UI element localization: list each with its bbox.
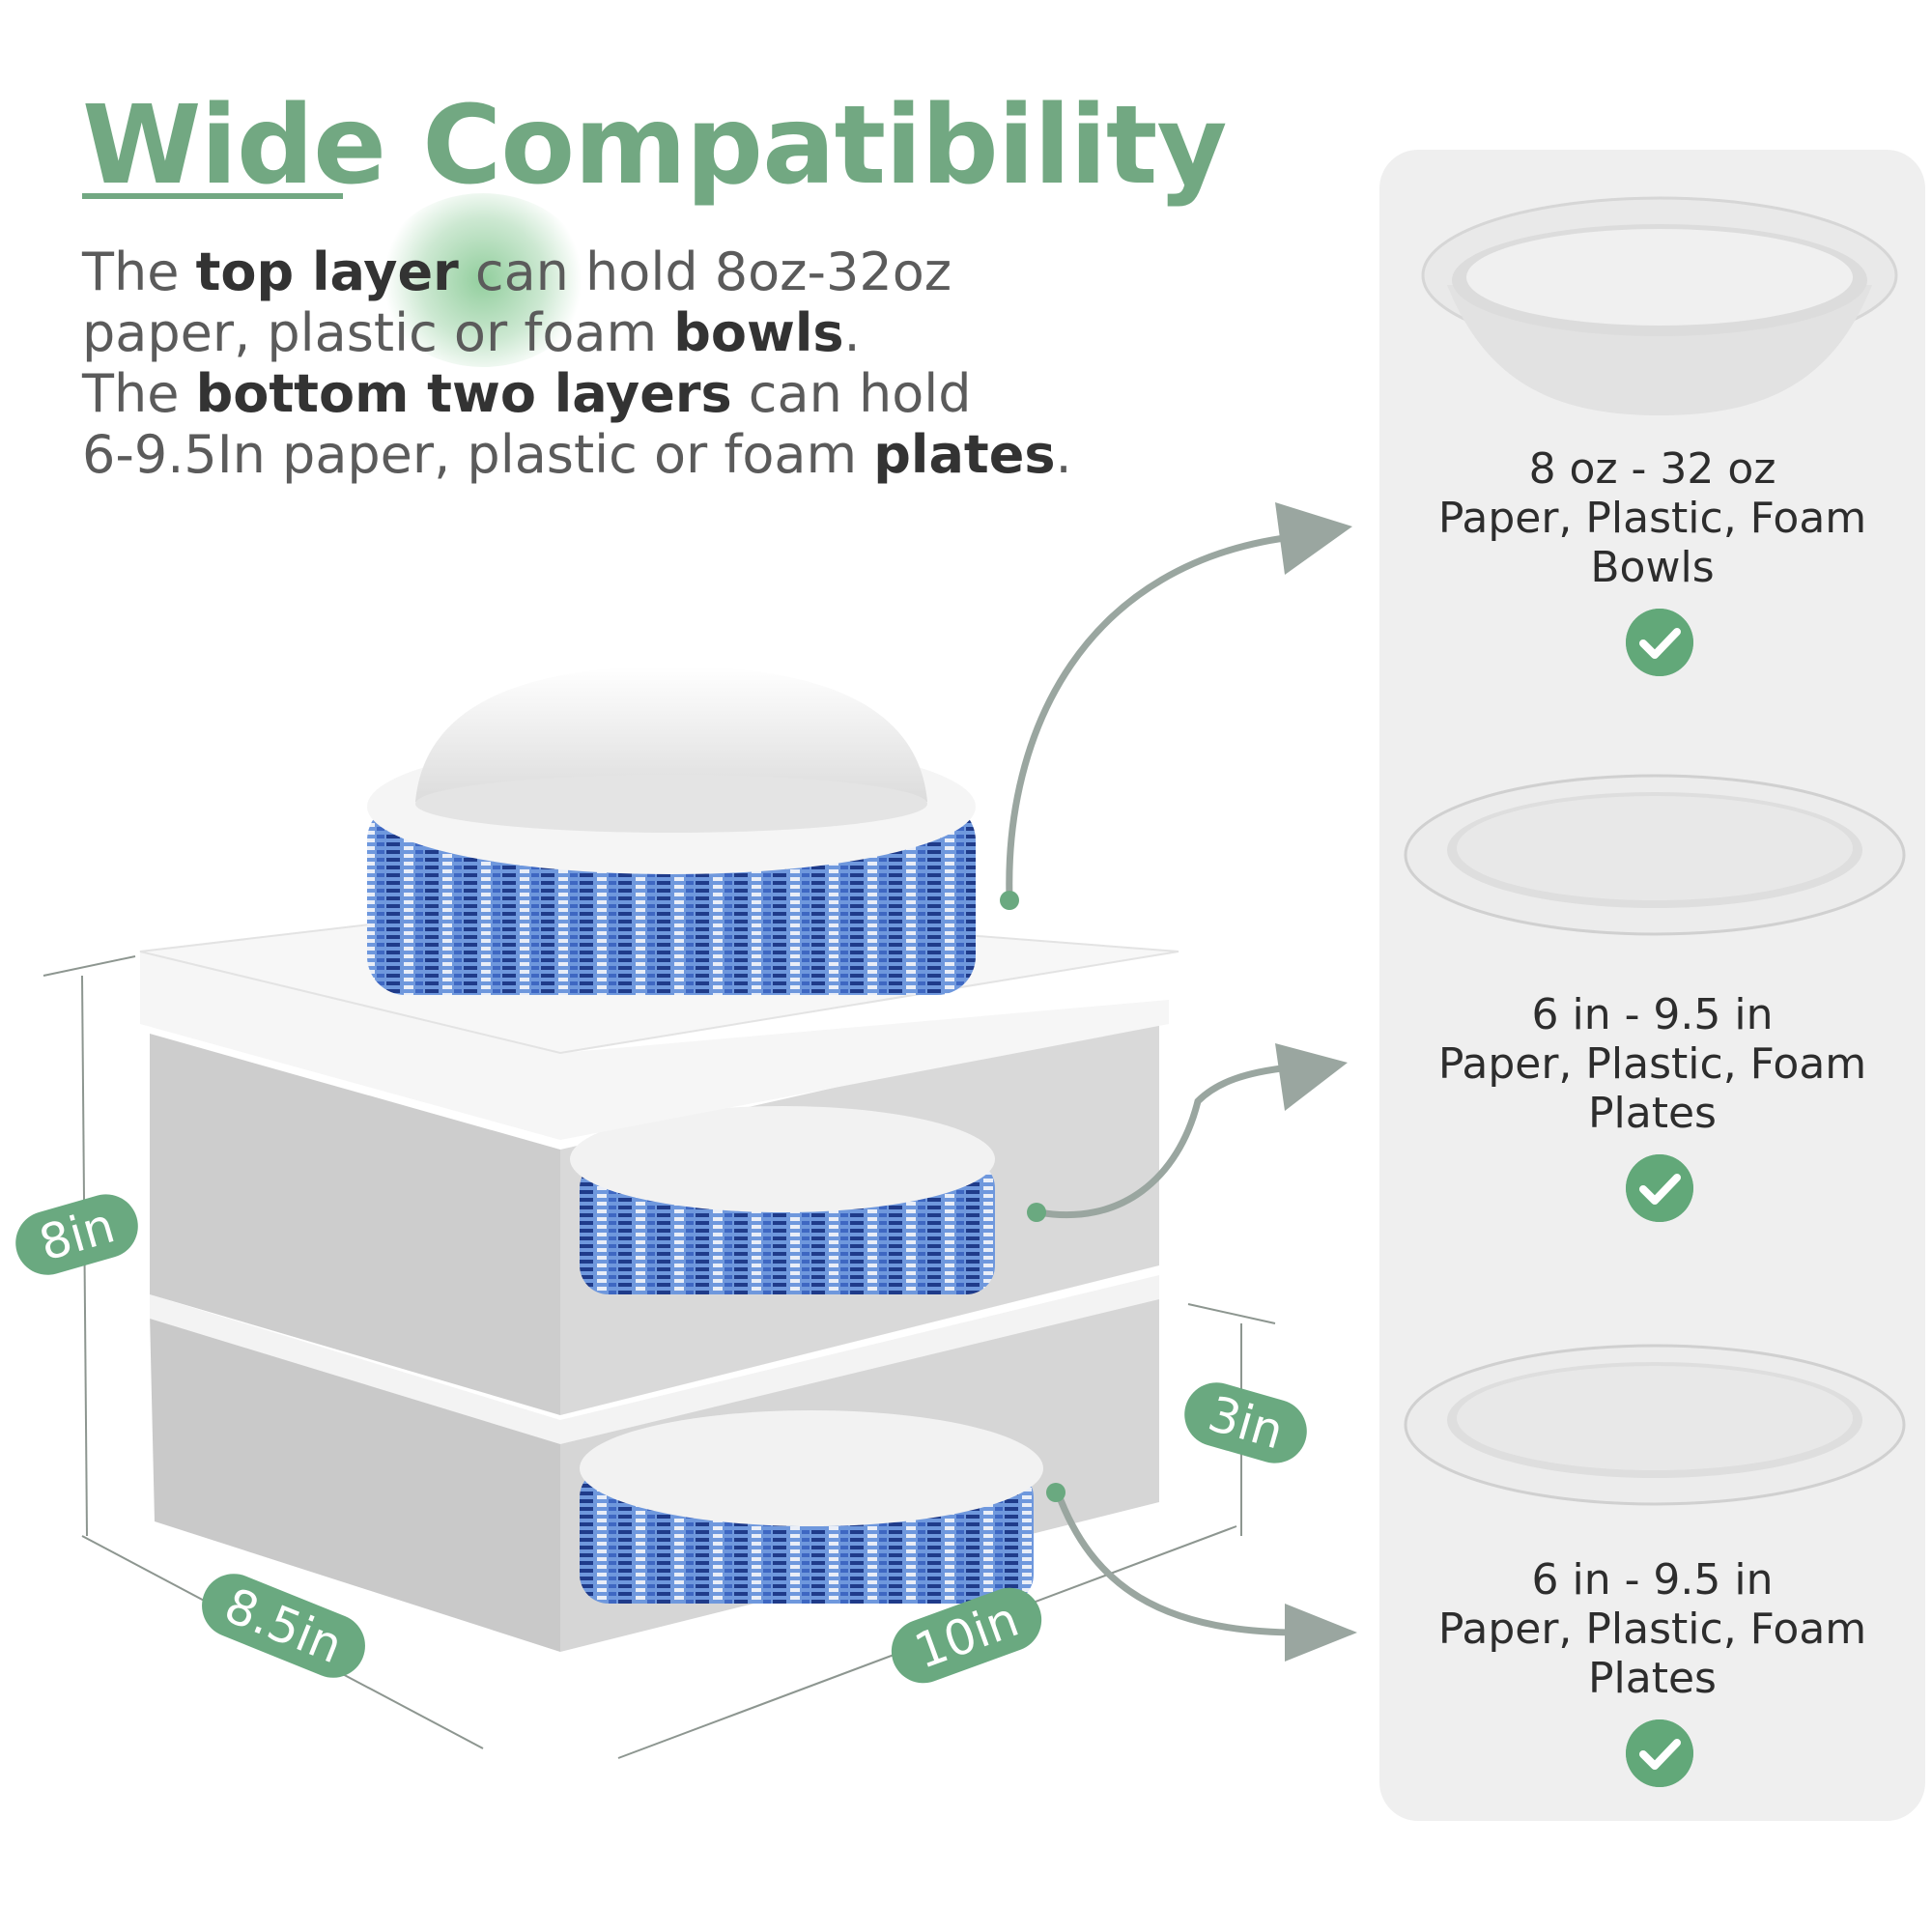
title-word-compatibility: Compatibility [422,83,1227,209]
arrow-origin-dots [1000,891,1065,1502]
description-line-2: paper, plastic or foam bowls. [82,302,861,363]
plate-image-1 [1404,774,1906,936]
plates-1-material: Paper, Plastic, Foam [1437,1039,1867,1089]
plates-1-type: Plates [1588,1089,1717,1138]
arrow-lines [1006,532,1300,1636]
bottom-shelf [150,1275,1159,1652]
middle-shelf [140,952,1169,1415]
compatibility-panel: 8 oz - 32 oz Paper, Plastic, Foam Bowls … [1379,150,1925,1821]
bowls-type: Bowls [1590,543,1715,592]
bowls-material: Paper, Plastic, Foam [1437,494,1867,543]
bowls-label: 8 oz - 32 oz Paper, Plastic, Foam Bowls [1379,444,1925,592]
green-glow-decoration [377,193,589,367]
description-line-4: 6-9.5In paper, plastic or foam plates. [82,424,1072,485]
bowl-image [1421,196,1898,415]
check-icon [1626,609,1693,676]
plates-2-type: Plates [1588,1654,1717,1703]
page-title: Wide Compatibility [82,92,1227,200]
title-underline [82,193,343,199]
plates-2-material: Paper, Plastic, Foam [1437,1605,1867,1654]
plates-label-2: 6 in - 9.5 in Paper, Plastic, Foam Plate… [1379,1555,1925,1703]
plates-1-size: 6 in - 9.5 in [1531,990,1774,1039]
plates-2-size: 6 in - 9.5 in [1531,1555,1774,1605]
title-word-wide: Wide [82,83,386,209]
plate-image-2 [1404,1344,1906,1506]
plates-label-1: 6 in - 9.5 in Paper, Plastic, Foam Plate… [1379,990,1925,1138]
check-icon [1626,1154,1693,1222]
check-icon [1626,1719,1693,1787]
top-shelf [139,667,1179,1055]
description-line-3: The bottom two layers can hold [82,363,972,424]
bowls-size: 8 oz - 32 oz [1528,444,1776,494]
description-line-1: The top layer can hold 8oz-32oz [82,242,952,302]
arrowheads [1275,502,1357,1662]
description-text: The top layer can hold 8oz-32oz paper, p… [82,242,1096,485]
